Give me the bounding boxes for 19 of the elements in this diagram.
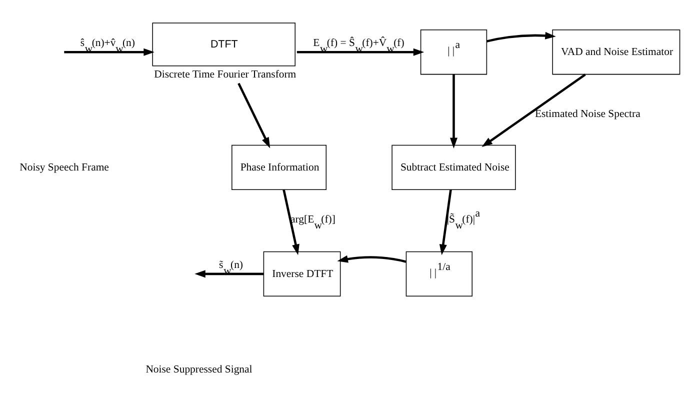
node-box: Subtract Estimated Noise <box>392 144 516 190</box>
node-box: Phase Information <box>232 144 327 190</box>
node-box: VAD and Noise Estimator <box>552 29 680 74</box>
arrow <box>282 188 300 255</box>
arrow <box>296 48 424 56</box>
arrow <box>238 82 270 148</box>
node-box: Inverse DTFT <box>263 250 341 296</box>
edge-label: Estimated Noise Spectra <box>534 108 640 120</box>
arrow <box>194 270 264 278</box>
arrow <box>64 48 154 56</box>
node-box: DTFT <box>152 22 296 66</box>
arrow <box>486 31 556 42</box>
arrow <box>450 74 458 148</box>
arrow <box>482 73 586 147</box>
arrow <box>337 254 406 262</box>
label: Noise Suppressed Signal <box>146 363 252 376</box>
node-label: Discrete Time Fourier Transform <box>154 68 296 80</box>
label: Noisy Speech Frame <box>20 160 109 173</box>
arrow <box>439 189 452 255</box>
